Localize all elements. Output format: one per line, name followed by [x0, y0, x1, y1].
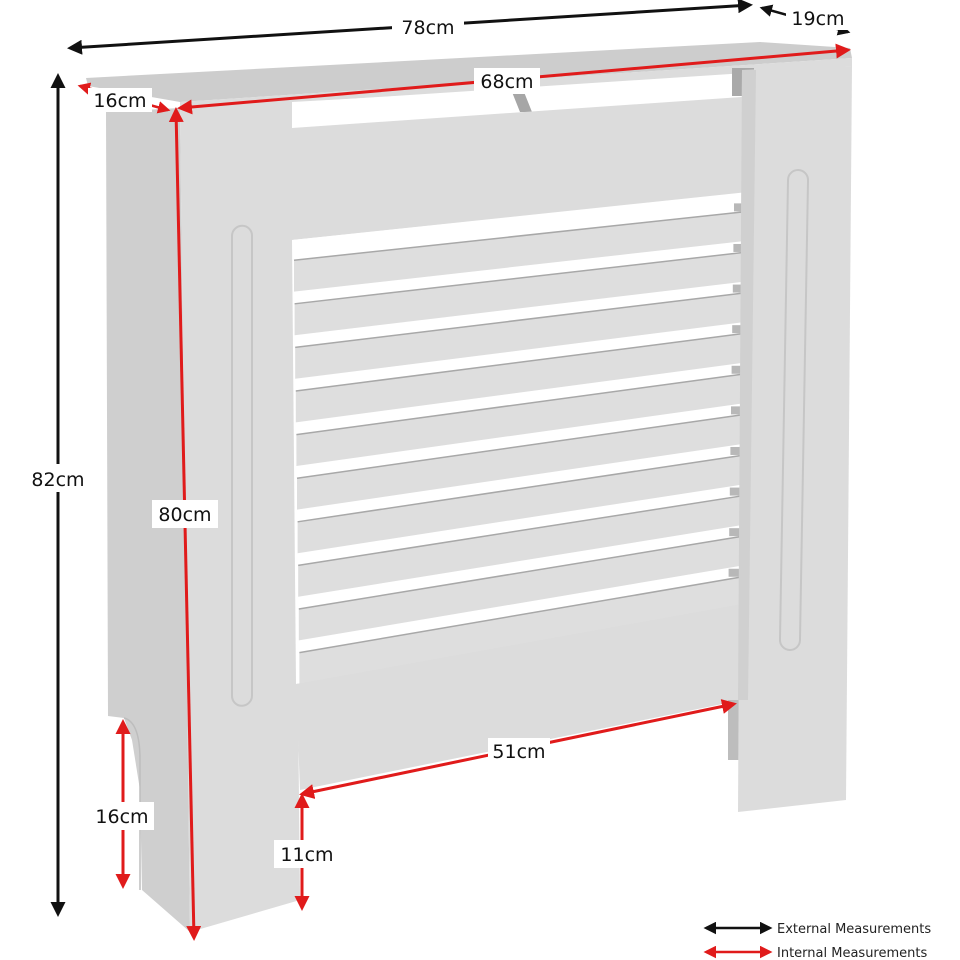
slat [295, 333, 747, 423]
external-dimensions: 78cm 19cm 82cm [24, 0, 851, 917]
slat-end-shadow [732, 325, 747, 334]
legend-label-internal: Internal Measurements [777, 946, 927, 960]
slat [295, 292, 747, 379]
legend-label-external: External Measurements [777, 922, 931, 937]
label-side-cutout-height: 16cm [95, 806, 148, 828]
label-external-depth: 19cm [791, 8, 844, 30]
slat-shadow-edge [295, 332, 747, 392]
slat [296, 373, 746, 466]
slat [297, 414, 745, 510]
slat-shadow-edge [295, 291, 747, 349]
slat-shadow-edge [297, 454, 745, 523]
slat-shadow-edge [298, 535, 744, 610]
slat-shadow-edge [298, 494, 744, 567]
left-front-panel [180, 102, 300, 932]
label-internal-width: 68cm [480, 71, 533, 93]
right-panel-inner-edge [738, 70, 756, 700]
right-panel-groove [778, 169, 810, 651]
slat-shadow-edge [296, 413, 746, 479]
radiator-cover [86, 42, 852, 932]
slat-end-shadow [732, 284, 747, 293]
slat-end-shadow [729, 487, 744, 496]
label-external-width: 78cm [401, 17, 454, 39]
slat-shadow-edge [296, 373, 746, 436]
label-internal-height: 80cm [158, 504, 211, 526]
slat-end-shadow [729, 528, 744, 537]
legend-item-external: External Measurements [703, 921, 931, 937]
slat-shadow-edge [299, 576, 743, 654]
legend-item-internal: Internal Measurements [703, 945, 927, 960]
label-bottom-opening-height: 11cm [280, 844, 333, 866]
slat-end-shadow [731, 365, 746, 374]
label-internal-depth: 16cm [93, 90, 146, 112]
label-external-height: 82cm [31, 469, 84, 491]
slat-end-shadow [731, 406, 745, 415]
slat-end-shadow [730, 446, 745, 455]
slat [294, 251, 748, 336]
slat [298, 495, 744, 597]
slat-group [293, 203, 749, 684]
internal-dimensions: 68cm 16cm 80cm 16cm 51cm 11cm [77, 43, 851, 941]
slat [297, 454, 745, 554]
slat-end-shadow [734, 203, 748, 212]
label-bottom-opening-width: 51cm [492, 741, 545, 763]
right-front-panel [738, 66, 852, 812]
slat-shadow-edge [293, 210, 749, 261]
slat [299, 576, 743, 684]
slat-end-shadow [728, 568, 743, 577]
legend: External Measurements Internal Measureme… [703, 921, 931, 960]
slat-shadow-edge [294, 251, 748, 305]
slat-end-shadow [733, 243, 748, 252]
left-panel-groove [231, 224, 253, 707]
slat [294, 211, 748, 292]
slat [298, 536, 744, 641]
